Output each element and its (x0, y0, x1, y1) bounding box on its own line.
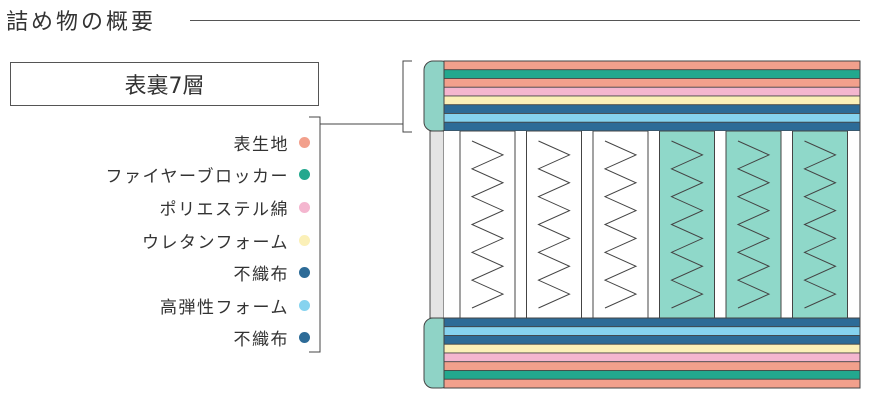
legend-item-polyester-wadding: ポリエステル綿 (159, 191, 310, 224)
legend-dot (299, 136, 310, 148)
legend-label: 不織布 (233, 330, 289, 351)
spring-coil (670, 140, 704, 309)
bottom-layer-stripe (443, 326, 861, 336)
spring-coil (803, 140, 837, 309)
legend-item-fire-blocker: ファイヤーブロッカー (106, 159, 310, 192)
legend-item-nonwoven-1: 不織布 (233, 256, 310, 289)
legend-item-high-resilience-foam: 高弾性フォーム (160, 289, 310, 322)
legend-dot (299, 299, 310, 311)
legend-dot (299, 169, 310, 181)
top-layer-stripe (443, 104, 861, 114)
spring-pocket (592, 130, 649, 319)
legend: 表生地 ファイヤーブロッカー ポリエステル綿 ウレタンフォーム 不織布 高弾性フ… (106, 126, 310, 354)
spring-pocket (659, 130, 715, 319)
legend-item-nonwoven-2: 不織布 (233, 322, 310, 355)
spring-coil (603, 140, 638, 309)
top-layer-stack (423, 60, 861, 132)
legend-dot (299, 234, 310, 246)
bottom-layer-stripe (443, 361, 861, 371)
top-layer-stripe (443, 121, 861, 132)
legend-dot (299, 201, 310, 213)
top-layer-stripe (443, 78, 861, 88)
title-rule (190, 20, 860, 21)
legend-dot (299, 267, 310, 279)
layer-group-label: 表裏7層 (10, 62, 319, 106)
legend-label: 表生地 (233, 134, 289, 155)
legend-item-urethane-foam: ウレタンフォーム (142, 224, 310, 257)
spring-section (429, 130, 861, 319)
bottom-layer-stripe (443, 343, 861, 354)
bottom-layer-stripe (443, 335, 861, 345)
top-layer-stripe (443, 60, 861, 71)
legend-label: 不織布 (233, 265, 289, 286)
spring-pocket (526, 130, 582, 319)
top-layer-stripe (443, 86, 861, 97)
bottom-layer-stripe (443, 378, 861, 389)
bottom-layer-stack (423, 317, 861, 389)
top-layers-brace (402, 60, 412, 133)
legend-label: ウレタンフォーム (142, 232, 289, 253)
section-title: 詰め物の概要 (6, 10, 157, 35)
legend-label: ポリエステル綿 (159, 199, 289, 220)
legend-dot (299, 332, 310, 344)
legend-label: 高弾性フォーム (160, 297, 289, 318)
spring-pocket (792, 130, 848, 319)
bottom-stack-outline (443, 317, 861, 389)
bottom-layer-stripe (443, 370, 861, 380)
side-border-strip (429, 130, 445, 319)
legend-label: ファイヤーブロッカー (105, 167, 289, 188)
spring-pocket (459, 130, 516, 319)
spring-coil (537, 140, 571, 309)
spring-pocket (725, 130, 782, 319)
bottom-layer-stripe (443, 352, 861, 363)
bottom-layer-stripe (443, 317, 861, 328)
top-layer-stripe (443, 113, 861, 123)
spring-coil (470, 140, 505, 309)
top-layer-stripe (443, 95, 861, 106)
legend-item-outer-fabric: 表生地 (233, 126, 310, 159)
top-layer-stripe (443, 69, 861, 79)
spring-coil (736, 140, 771, 309)
legend-bracket (309, 116, 321, 353)
